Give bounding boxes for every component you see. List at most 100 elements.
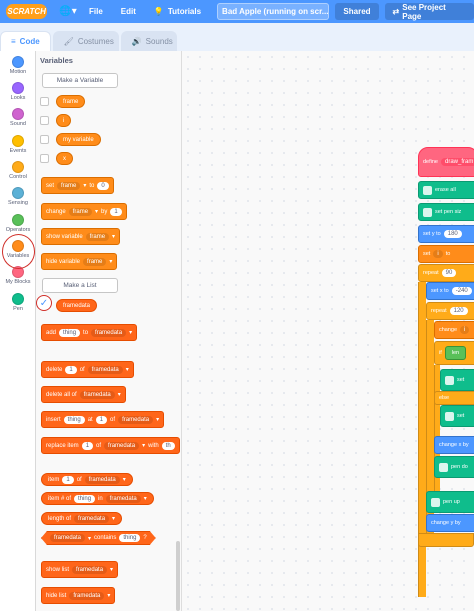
hide-list-block[interactable]: hide list framedata ▾	[41, 587, 116, 604]
list-dropdown[interactable]: framedata	[87, 365, 123, 374]
list-checkbox-checked[interactable]: ✓	[36, 295, 52, 311]
value-input[interactable]: 180	[443, 230, 462, 238]
list-contains-boolean[interactable]: framedata ▾ contains thing ?	[41, 531, 156, 545]
variable-checkbox[interactable]	[40, 97, 49, 106]
index-input[interactable]: 1	[65, 365, 77, 374]
block-label: ?	[143, 535, 147, 541]
make-variable-button[interactable]: Make a Variable	[42, 73, 118, 88]
set-pen-size-block[interactable]: set pen siz	[418, 203, 474, 221]
show-list-block[interactable]: show list framedata ▾	[41, 561, 119, 578]
category-control[interactable]: Control	[0, 161, 36, 180]
category-pen[interactable]: Pen	[0, 293, 36, 312]
item-input[interactable]: thing	[119, 534, 140, 542]
change-i-block[interactable]: change i	[434, 321, 474, 339]
repeat-outer-block[interactable]: repeat 90	[418, 264, 474, 282]
set-y-block[interactable]: set y to 180	[418, 225, 474, 243]
variable-frame-reporter[interactable]: frame	[56, 95, 86, 108]
variable-dropdown[interactable]: i	[433, 250, 443, 258]
list-dropdown[interactable]: framedata	[84, 475, 120, 484]
pen-down-block[interactable]: pen do	[434, 456, 474, 478]
value-input[interactable]: 1	[110, 207, 122, 216]
item-input[interactable]: thing	[59, 328, 81, 337]
value-input[interactable]: 0	[97, 181, 109, 190]
file-menu[interactable]: File	[89, 7, 103, 16]
list-dropdown[interactable]: framedata	[91, 328, 127, 337]
variable-dropdown[interactable]: frame	[57, 181, 81, 190]
make-list-button[interactable]: Make a List	[42, 278, 118, 293]
globe-icon[interactable]: 🌐▾	[59, 6, 77, 17]
insert-at-block[interactable]: insert thing at 1 of framedata ▾	[41, 411, 165, 428]
edit-menu[interactable]: Edit	[120, 7, 136, 16]
operator-boolean[interactable]: len	[444, 346, 467, 360]
variable-x-reporter[interactable]: x	[56, 152, 73, 165]
if-else-block[interactable]: if len	[434, 341, 474, 365]
variable-checkbox[interactable]	[40, 135, 49, 144]
pen-up-block[interactable]: pen up	[426, 491, 474, 513]
define-block[interactable]: define draw_fram	[418, 147, 474, 177]
length-of-list-reporter[interactable]: length of framedata ▾	[41, 512, 123, 525]
item-input[interactable]: thing	[63, 415, 85, 424]
palette-scrollbar[interactable]	[176, 541, 180, 611]
variable-my-variable-reporter[interactable]: my variable	[56, 133, 101, 146]
code-workspace[interactable]: define draw_fram erase all set pen siz s…	[182, 51, 474, 611]
set-variable-block[interactable]: set frame ▾ to 0	[41, 177, 114, 194]
value-input[interactable]: 120	[449, 307, 468, 315]
index-input[interactable]: 1	[62, 475, 74, 484]
hide-variable-block[interactable]: hide variable frame ▾	[41, 253, 118, 270]
set-pen-block-b[interactable]: set	[440, 405, 474, 427]
variable-dropdown[interactable]: frame	[85, 232, 110, 241]
tab-costumes[interactable]: 🖌 Costumes	[52, 31, 119, 51]
category-sound[interactable]: Sound	[0, 108, 36, 127]
list-dropdown[interactable]: framedata	[50, 534, 85, 542]
category-motion[interactable]: Motion	[0, 56, 36, 75]
index-input[interactable]: 1	[81, 441, 94, 450]
variable-i-reporter[interactable]: i	[56, 114, 72, 127]
repeat-inner-block[interactable]: repeat 120	[426, 302, 474, 320]
list-dropdown[interactable]: framedata	[118, 415, 154, 424]
item-input[interactable]: thing	[74, 494, 96, 503]
change-variable-block[interactable]: change frame ▾ by 1	[41, 203, 127, 220]
list-framedata-reporter[interactable]: framedata	[56, 299, 98, 312]
scratch-logo[interactable]: SCRATCH	[6, 4, 48, 19]
change-x-block[interactable]: change x by	[434, 436, 474, 454]
list-dropdown[interactable]: framedata	[72, 565, 108, 574]
value-input[interactable]: -240	[451, 287, 472, 295]
value-input[interactable]: 90	[441, 269, 457, 277]
category-looks[interactable]: Looks	[0, 82, 36, 101]
see-project-page-button[interactable]: ⇄ See Project Page	[384, 3, 474, 21]
variable-checkbox[interactable]	[40, 154, 49, 163]
change-y-block[interactable]: change y by	[426, 514, 474, 532]
category-events[interactable]: Events	[0, 135, 36, 154]
chevron-down-icon: ▾	[95, 209, 99, 215]
tutorials-menu[interactable]: 💡 Tutorials	[154, 7, 201, 16]
set-i-block[interactable]: set i to	[418, 245, 474, 263]
tab-code[interactable]: ≡ Code	[0, 31, 51, 51]
chevron-down-icon: ▾	[156, 417, 160, 423]
project-title-input[interactable]: Bad Apple (running on scr...	[217, 3, 330, 20]
variable-dropdown[interactable]: i	[460, 326, 470, 334]
list-dropdown[interactable]: framedata	[74, 514, 110, 523]
index-input[interactable]: 1	[95, 415, 108, 424]
list-dropdown[interactable]: framedata	[105, 494, 141, 503]
add-to-list-block[interactable]: add thing to framedata ▾	[41, 324, 138, 341]
variable-dropdown[interactable]: frame	[83, 257, 107, 266]
list-dropdown[interactable]: framedata	[69, 591, 105, 600]
replace-item-block[interactable]: replace item 1 of framedata ▾ with th	[41, 437, 180, 454]
list-dropdown[interactable]: framedata	[104, 441, 140, 450]
delete-all-block[interactable]: delete all of framedata ▾	[41, 386, 126, 403]
list-dropdown[interactable]: framedata	[79, 390, 115, 399]
set-pen-block-a[interactable]: set	[440, 369, 474, 391]
shared-button[interactable]: Shared	[335, 3, 379, 20]
delete-of-list-block[interactable]: delete 1 of framedata ▾	[41, 361, 134, 378]
item-of-list-reporter[interactable]: item 1 of framedata ▾	[41, 473, 133, 486]
variable-checkbox[interactable]	[40, 116, 49, 125]
item-number-reporter[interactable]: item # of thing in framedata ▾	[41, 492, 154, 505]
item-input[interactable]: th	[161, 441, 175, 450]
variable-dropdown[interactable]: frame	[68, 207, 93, 216]
erase-all-block[interactable]: erase all	[418, 181, 474, 199]
category-sensing[interactable]: Sensing	[0, 187, 36, 206]
tab-sounds[interactable]: 🔊 Sounds	[120, 31, 177, 51]
show-variable-block[interactable]: show variable frame ▾	[41, 228, 121, 245]
category-operators[interactable]: Operators	[0, 214, 36, 233]
set-x-block[interactable]: set x to -240	[426, 282, 474, 300]
